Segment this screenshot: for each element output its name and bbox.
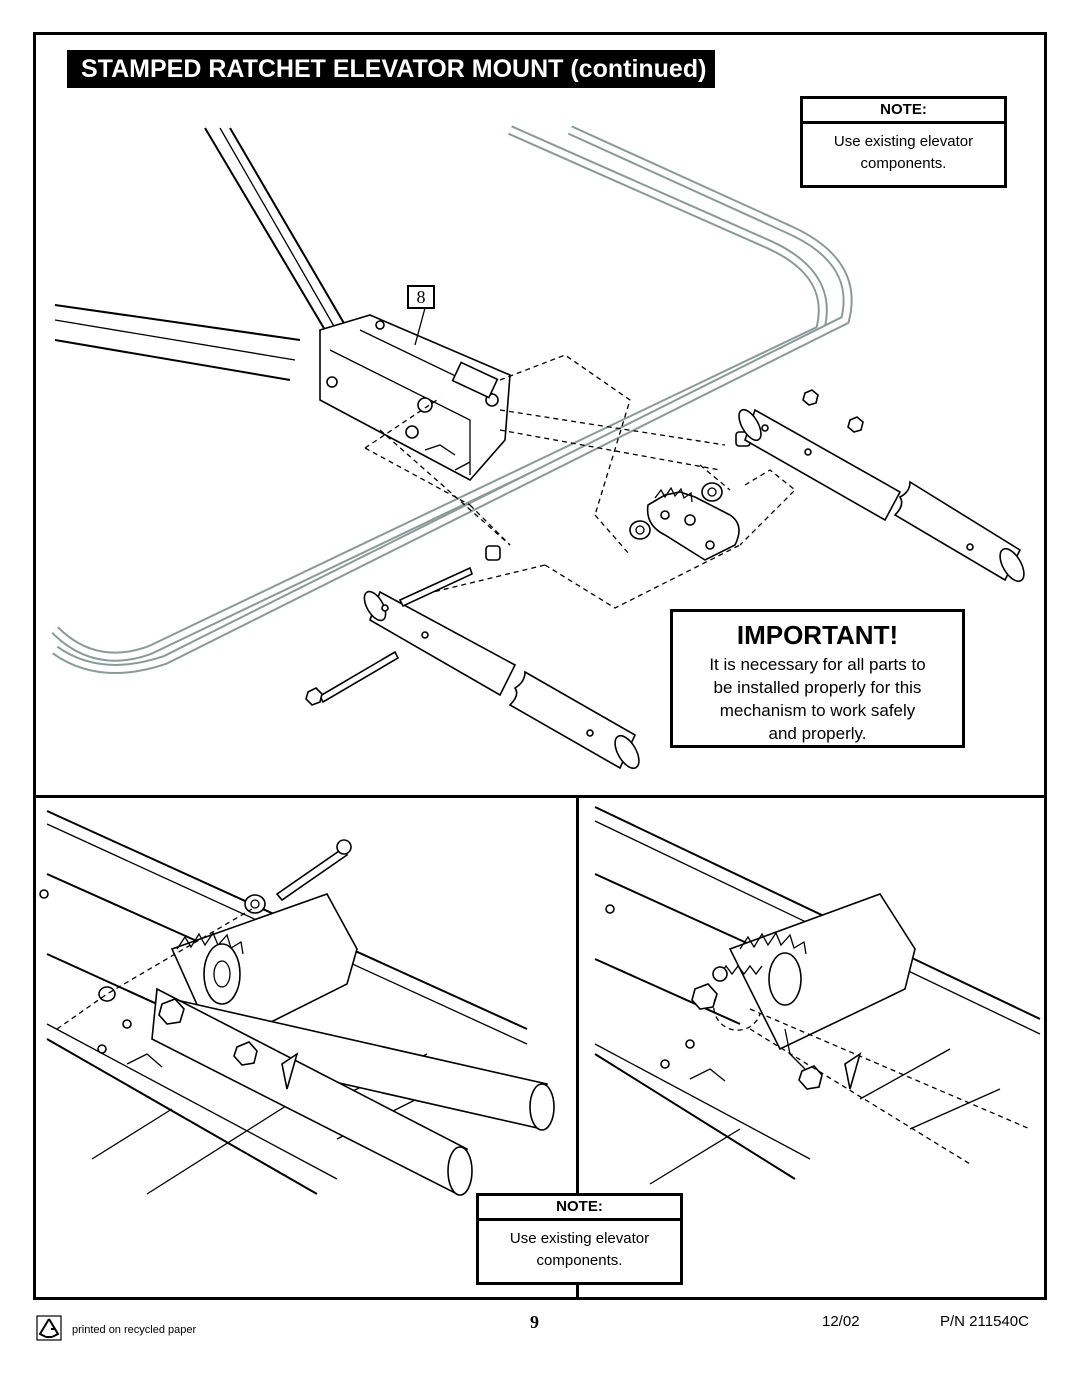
important-box: IMPORTANT! It is necessary for all parts… bbox=[670, 609, 965, 748]
note-text-line1: Use existing elevator bbox=[833, 133, 974, 150]
important-line4: and properly. bbox=[768, 724, 867, 743]
assembly-view-left bbox=[39, 810, 555, 1196]
important-heading: IMPORTANT! bbox=[736, 620, 899, 650]
long-bolts bbox=[305, 566, 473, 706]
hex-nuts bbox=[802, 389, 864, 433]
important-line3: mechanism to work safely bbox=[719, 701, 916, 720]
upper-tube bbox=[738, 408, 1025, 583]
horizontal-divider bbox=[33, 795, 1047, 798]
note-heading: NOTE: bbox=[803, 99, 1004, 124]
part-number: P/N 211540C bbox=[940, 1313, 1029, 1330]
revision-date: 12/02 bbox=[822, 1313, 860, 1330]
recycled-paper-note: printed on recycled paper bbox=[72, 1324, 197, 1336]
page-number: 9 bbox=[530, 1312, 539, 1332]
exploded-view-diagram bbox=[51, 125, 1025, 770]
important-line2: be installed properly for this bbox=[713, 678, 922, 697]
ratchet-mount-bracket bbox=[319, 314, 511, 482]
backboard-frame bbox=[51, 125, 853, 674]
part-callout-8: 8 bbox=[407, 285, 435, 309]
ratchet-plate bbox=[646, 486, 740, 561]
page-title: STAMPED RATCHET ELEVATOR MOUNT (continue… bbox=[67, 50, 715, 88]
note-text-line2: components. bbox=[536, 1252, 623, 1269]
recycle-icon bbox=[36, 1315, 62, 1341]
note-text-line2: components. bbox=[860, 155, 947, 172]
vertical-divider bbox=[576, 795, 579, 1300]
assembly-view-right bbox=[594, 806, 1041, 1185]
note-box-top: NOTE: Use existing elevator components. bbox=[800, 96, 1007, 188]
callout-leader bbox=[414, 307, 426, 346]
lower-tube bbox=[363, 590, 640, 770]
page-frame bbox=[33, 32, 1047, 1300]
washer-spacers bbox=[485, 431, 751, 561]
elevator-arm-lower bbox=[54, 304, 301, 381]
elevator-arm-upper bbox=[204, 127, 346, 331]
note-box-bottom: NOTE: Use existing elevator components. bbox=[476, 1193, 683, 1285]
important-line1: It is necessary for all parts to bbox=[709, 655, 926, 674]
note-text-line1: Use existing elevator bbox=[509, 1230, 650, 1247]
note-heading: NOTE: bbox=[479, 1196, 680, 1221]
